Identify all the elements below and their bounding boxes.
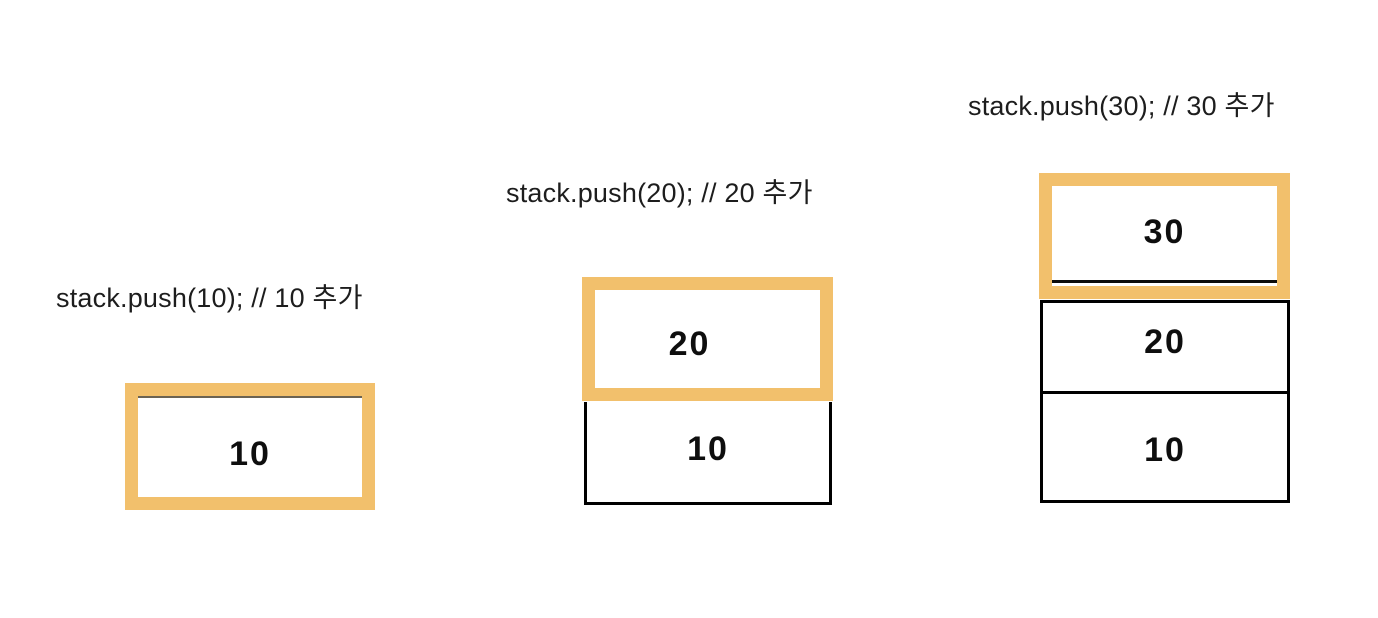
push-step-1-highlighted-cell: 10 bbox=[125, 383, 375, 510]
cell-value: 20 bbox=[1144, 322, 1186, 361]
push-step-2-stack-cell: 10 bbox=[584, 402, 832, 505]
push-step-3-stack-cell: 10 bbox=[1040, 394, 1290, 503]
cell-value: 10 bbox=[229, 435, 271, 473]
push-step-3-code-label: stack.push(30); // 30 추가 bbox=[968, 91, 1275, 121]
push-step-2-code-label: stack.push(20); // 20 추가 bbox=[506, 178, 813, 208]
cell-value: 10 bbox=[1144, 430, 1186, 469]
cell-value: 20 bbox=[668, 324, 711, 363]
push-step-3-stack-cell: 20 bbox=[1040, 300, 1290, 394]
cell-value: 30 bbox=[1143, 212, 1186, 251]
cell-top-edge-line bbox=[138, 396, 362, 398]
cell-bottom-edge-line bbox=[1052, 280, 1277, 283]
push-step-2-highlighted-cell: 20 bbox=[582, 277, 833, 401]
cell-value: 10 bbox=[687, 429, 729, 468]
push-step-1-code-label: stack.push(10); // 10 추가 bbox=[56, 283, 363, 313]
push-step-3-highlighted-cell: 30 bbox=[1039, 173, 1290, 299]
